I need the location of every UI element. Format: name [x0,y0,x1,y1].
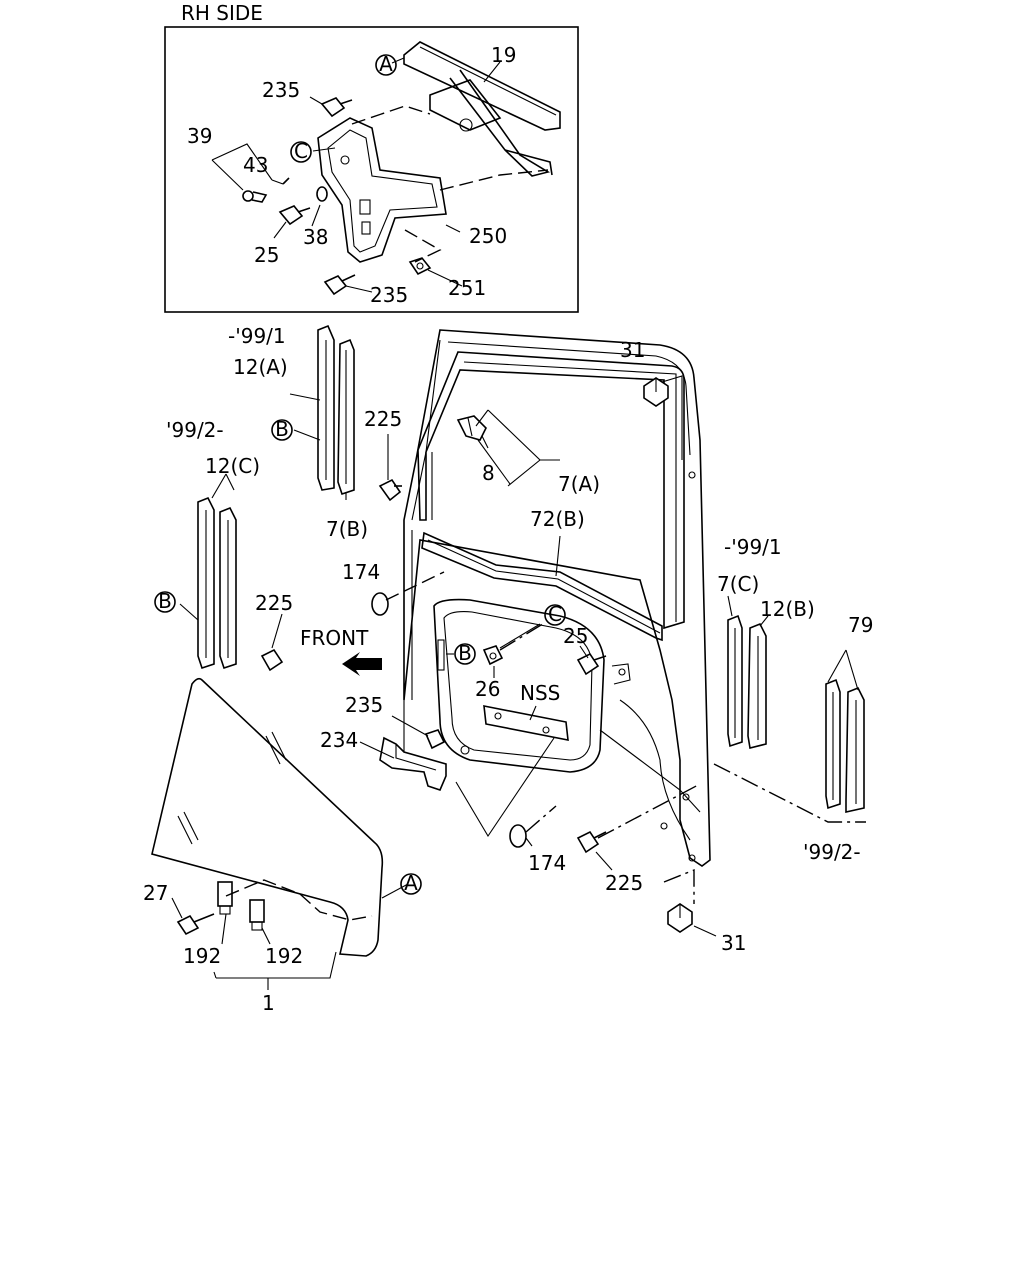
label-1: 1 [262,991,275,1015]
label-192-right: 192 [265,944,303,968]
label-192-left: 192 [183,944,221,968]
bolt-225-upper [378,478,402,502]
bolt-25-inset [278,205,311,226]
label-25-inset: 25 [254,243,279,267]
svg-text:C: C [294,139,308,163]
label-12c: 12(C) [205,454,260,478]
inset-title: RH SIDE [181,1,263,25]
channel-7c [727,614,743,748]
nut-26 [482,645,504,666]
label-43: 43 [243,153,268,177]
label-39: 39 [187,124,212,148]
leader-lines [171,375,859,990]
label-72b: 72(B) [530,507,585,531]
front-arrow [342,652,382,676]
marker-c-panel: C [544,602,566,626]
label-235: 235 [345,693,383,717]
bolt-235-upper [320,97,353,118]
label-31-lower: 31 [721,931,746,955]
label-174-lower: 174 [528,851,566,875]
marker-c-inset: C [290,139,312,163]
label-234: 234 [320,728,358,752]
stopper-31-upper [643,377,669,407]
label-79: 79 [848,613,873,637]
bracket-b-mount [611,663,631,685]
label-12b: 12(B) [760,597,815,621]
label-38: 38 [303,225,328,249]
svg-text:A: A [379,52,393,76]
note-upto-99-1-right: -'99/1 [724,535,782,559]
part-labels: -'99/1 12(A) '99/2- 225 12(C) 7(B) 31 8 … [143,324,873,1015]
marker-a-glass: A [400,871,422,895]
regulator-bracket [317,117,447,263]
channel-12c [197,496,237,670]
channel-7b [337,338,355,496]
label-225-lower: 225 [605,871,643,895]
label-235-lower: 235 [370,283,408,307]
regulator-rail [403,41,561,177]
note-from-99-2-left: '99/2- [166,418,224,442]
label-7c: 7(C) [717,572,759,596]
svg-text:A: A [404,871,418,895]
pin-43 [282,177,290,185]
washer-38 [316,186,328,202]
note-upto-99-1-left: -'99/1 [228,324,286,348]
label-225-left: 225 [255,591,293,615]
label-235-upper: 235 [262,78,300,102]
label-8: 8 [482,461,495,485]
channel-12b [747,622,767,749]
clip-39 [242,190,268,203]
glass-bracket-right [249,899,265,931]
nut-251 [408,257,432,276]
door-glass [151,677,384,957]
svg-text:C: C [548,602,562,626]
label-25: 25 [563,624,588,648]
marker-b-upper: B [271,417,293,441]
label-12a: 12(A) [233,355,288,379]
label-250: 250 [469,224,507,248]
label-26: 26 [475,677,500,701]
channel-79 [825,678,865,813]
glass-connection-dashed [225,879,373,921]
bolt-235 [424,729,446,750]
label-31-upper: 31 [620,338,645,362]
label-7a: 7(A) [558,472,600,496]
channel-12a [317,324,335,491]
marker-b-left: B [154,589,176,613]
bolt-25 [576,652,607,676]
stopper-31-lower [667,903,693,933]
svg-text:B: B [458,641,472,665]
plug-lower-connection [525,805,557,833]
bolt-225-connection [597,783,701,839]
label-front: FRONT [300,626,369,650]
plug-174-upper [371,592,389,616]
label-nss: NSS [520,681,560,705]
marker-a-inset: A [375,52,397,76]
c-marker-connection [499,621,547,651]
label-225-upper: 225 [364,407,402,431]
note-from-99-2-right: '99/2- [803,840,861,864]
plug-connection-dashed [385,571,445,601]
bolt-235-lower [323,274,356,296]
label-251: 251 [448,276,486,300]
label-7b: 7(B) [326,517,368,541]
svg-text:B: B [275,417,289,441]
stopper-connection [663,868,695,904]
glass-bracket-left [217,881,233,915]
door-channel-connection [713,763,866,823]
marker-b-panel: B [454,641,476,665]
label-19: 19 [491,43,516,67]
bracket-234 [379,736,447,791]
door-panel [403,329,711,867]
bolt-225-left [260,648,284,672]
plug-174-lower [509,824,527,848]
label-27: 27 [143,881,168,905]
rh-side-inset: RH SIDE [164,1,579,313]
svg-text:B: B [158,589,172,613]
bolt-27 [176,913,215,936]
label-174-upper: 174 [342,560,380,584]
bolt-225-lower [576,830,607,854]
inset-frame [164,26,579,313]
